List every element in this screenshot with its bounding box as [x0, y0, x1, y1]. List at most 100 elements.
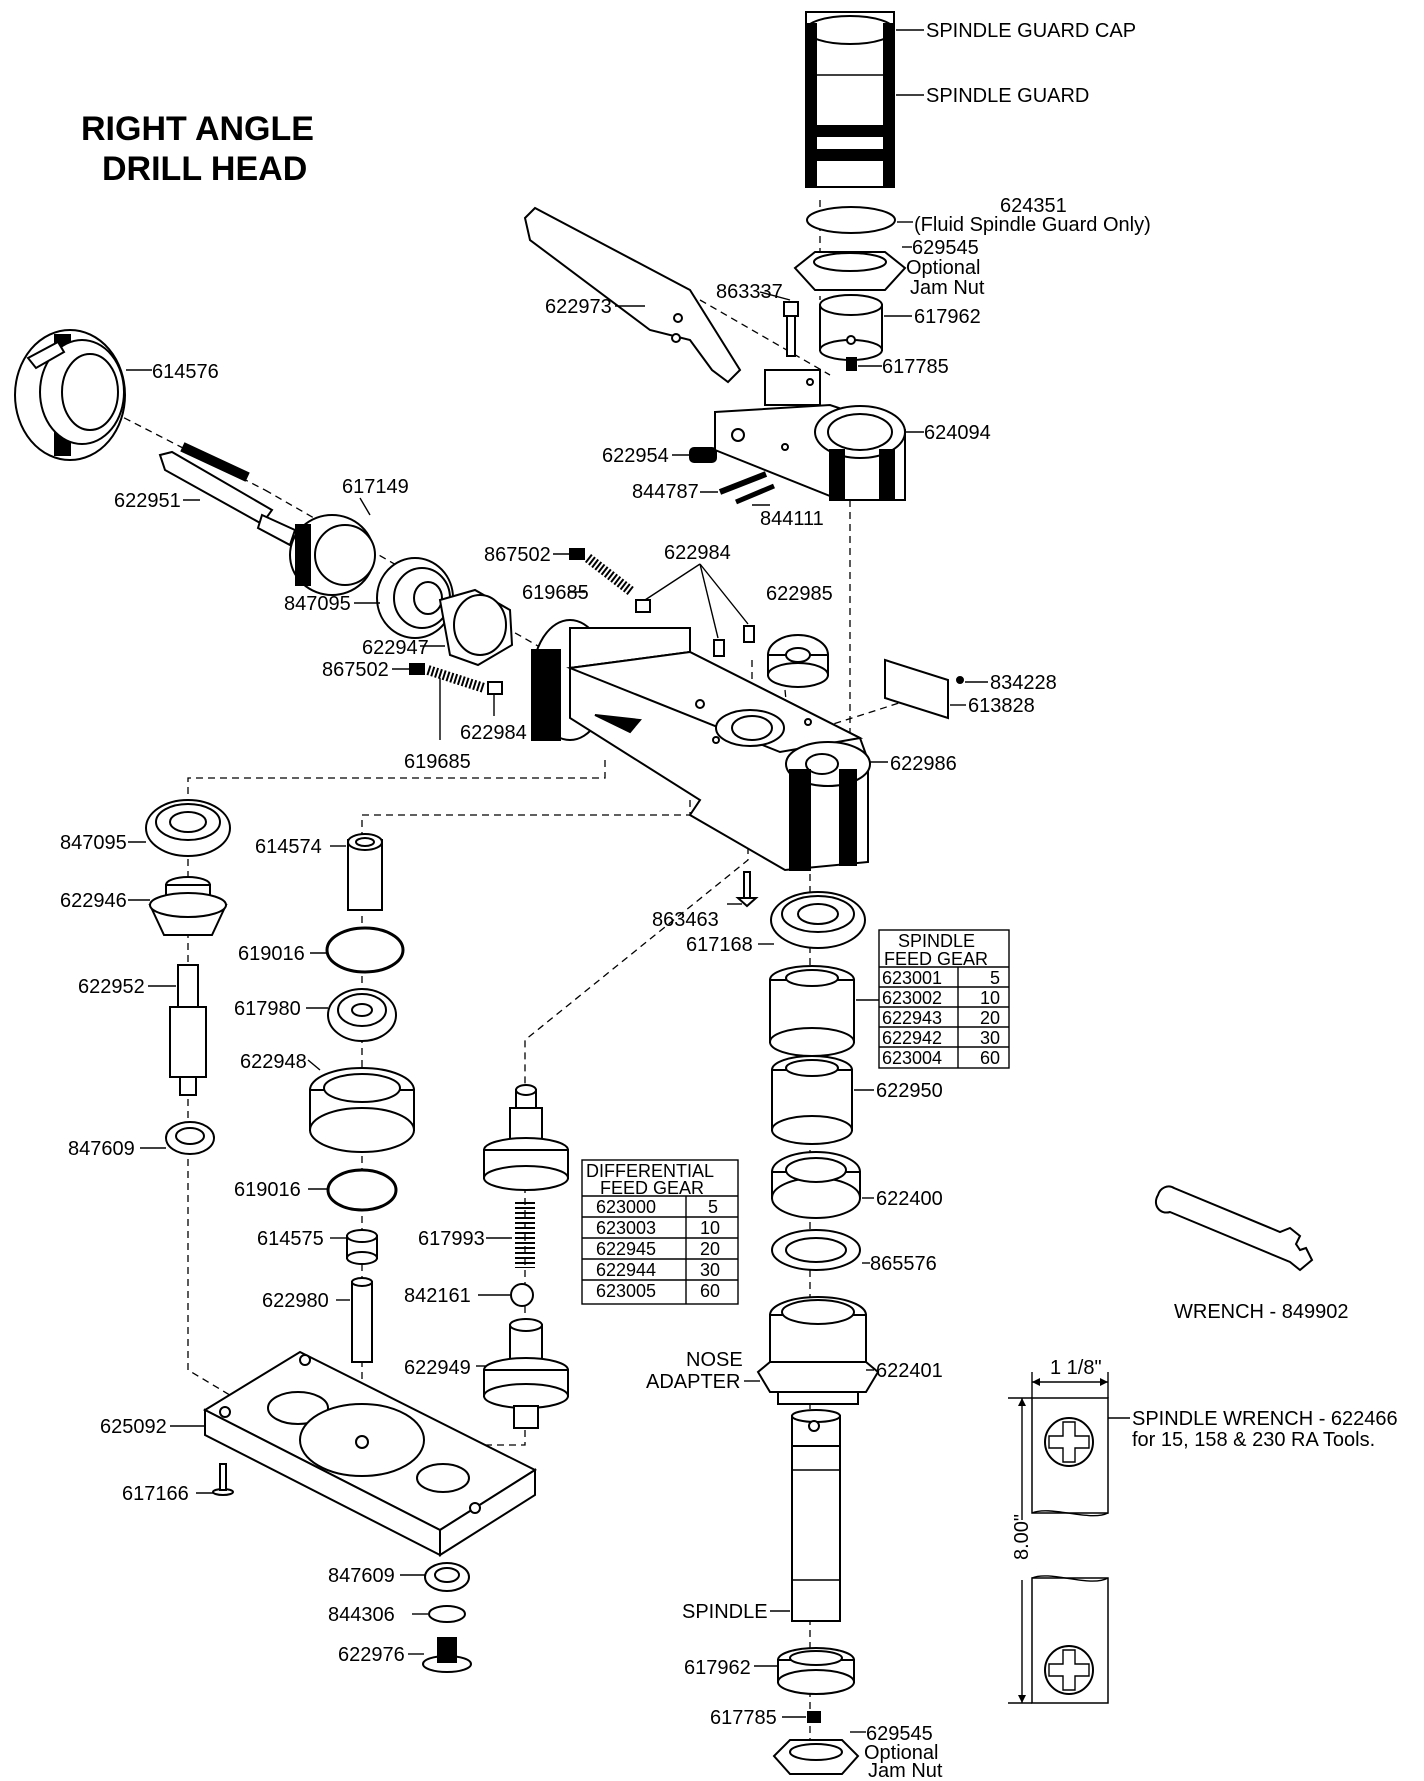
label-617993: 617993 [418, 1228, 485, 1250]
set-screw-867502-upper [569, 548, 585, 560]
label-622949: 622949 [404, 1357, 471, 1379]
diff-row-2-part: 623003 [596, 1218, 656, 1238]
jam-nut-top [793, 251, 907, 291]
label-629545-bottom: 629545 [866, 1723, 933, 1745]
housing-622986 [531, 619, 871, 872]
washer-844306 [428, 1605, 466, 1623]
label-spindle: SPINDLE [682, 1601, 768, 1623]
spring-622954 [689, 447, 717, 463]
label-619016-upper: 619016 [238, 943, 305, 965]
diff-row-5-ratio: 60 [700, 1281, 720, 1301]
spindle-row-5-part: 623004 [882, 1048, 942, 1068]
label-844306: 844306 [328, 1604, 395, 1626]
label-617785-bottom: 617785 [710, 1707, 777, 1729]
label-622984-a: 622984 [664, 542, 731, 564]
label-nose: NOSE [686, 1349, 743, 1371]
label-jam-nut-bottom: Jam Nut [868, 1760, 943, 1781]
label-adapter: ADAPTER [646, 1371, 740, 1393]
bevel-gear-622947 [438, 588, 514, 667]
label-617785-top: 617785 [882, 356, 949, 378]
pin-622984-a [635, 599, 651, 613]
bearing-617980 [327, 988, 397, 1042]
bearing-847609-left [165, 1121, 215, 1155]
diff-row-5-part: 623005 [596, 1281, 656, 1301]
bearing-847095-lower [145, 799, 231, 857]
spindle-table-title1: SPINDLE [898, 931, 975, 951]
label-spindle-wrench-width: 1 1/8" [1050, 1357, 1102, 1379]
collet-nut-614576 [14, 329, 126, 461]
label-622980: 622980 [262, 1290, 329, 1312]
shaft-622980 [351, 1277, 373, 1363]
label-613828: 613828 [968, 695, 1035, 717]
gear-622985 [767, 634, 829, 688]
label-624351: 624351 [1000, 195, 1067, 217]
ball-842161 [510, 1283, 534, 1307]
label-622948: 622948 [240, 1051, 307, 1073]
label-622986: 622986 [890, 753, 957, 775]
screw-617166 [212, 1463, 234, 1496]
collar-617962-top [819, 294, 883, 361]
label-867502-lower: 867502 [322, 659, 389, 681]
diff-row-4-ratio: 30 [700, 1260, 720, 1280]
label-865576: 865576 [870, 1253, 937, 1275]
label-617962-top: 617962 [914, 306, 981, 328]
sleeve-614574 [347, 833, 383, 911]
pin-622984-c [743, 625, 755, 643]
label-844787: 844787 [632, 481, 699, 503]
label-617962-bottom: 617962 [684, 1657, 751, 1679]
label-622984-b: 622984 [460, 722, 527, 744]
diff-row-3-part: 622945 [596, 1239, 656, 1259]
spindle-row-5-ratio: 60 [980, 1048, 1000, 1068]
bearing-847095-upper [376, 557, 454, 639]
label-622952: 622952 [78, 976, 145, 998]
label-622950: 622950 [876, 1080, 943, 1102]
screw-863337 [783, 301, 799, 357]
spindle-table-title2: FEED GEAR [884, 949, 988, 969]
label-jam-nut-top: Jam Nut [910, 277, 985, 299]
handle-622973 [523, 206, 742, 384]
label-624094: 624094 [924, 422, 991, 444]
label-847095-lower: 847095 [60, 832, 127, 854]
bearing-617168 [770, 891, 866, 949]
label-622947: 622947 [362, 637, 429, 659]
spring-619685-lower [426, 665, 486, 693]
label-847609-left: 847609 [68, 1138, 135, 1160]
gear-622948 [309, 1067, 415, 1153]
label-617980: 617980 [234, 998, 301, 1020]
retaining-ring-619016-lower [326, 1168, 398, 1212]
gear-622950 [771, 1055, 853, 1145]
title-line2: DRILL HEAD [102, 150, 307, 188]
label-844111: 844111 [760, 508, 824, 530]
wrench-849902 [1154, 1185, 1314, 1272]
diff-row-1-part: 623000 [596, 1197, 656, 1217]
pin-844111 [735, 483, 775, 505]
diff-table-title1: DIFFERENTIAL [586, 1161, 714, 1181]
plug-622976 [422, 1637, 472, 1673]
title-line1: RIGHT ANGLE [81, 110, 314, 148]
diff-row-3-ratio: 20 [700, 1239, 720, 1259]
spindle-wrench-622466 [1008, 1372, 1109, 1704]
diff-row-4-part: 622944 [596, 1260, 656, 1280]
collar-617962-bottom [777, 1647, 855, 1695]
diff-table-title2: FEED GEAR [600, 1178, 704, 1198]
shaft-622952 [169, 964, 207, 1096]
differential-feed-gear-table: DIFFERENTIAL FEED GEAR 623000 5 623003 1… [581, 1159, 739, 1305]
spindle-row-3-part: 622943 [882, 1008, 942, 1028]
label-spindle-guard: SPINDLE GUARD [926, 85, 1089, 107]
gear-622949 [483, 1318, 569, 1429]
label-622954: 622954 [602, 445, 669, 467]
label-optional-top: Optional [906, 257, 981, 279]
diff-row-2-ratio: 10 [700, 1218, 720, 1238]
label-617168: 617168 [686, 934, 753, 956]
label-622400: 622400 [876, 1188, 943, 1210]
spindle-row-2-part: 623002 [882, 988, 942, 1008]
sleeve-614575 [346, 1229, 378, 1265]
pin-622984-d [487, 681, 503, 695]
bevel-gear-622946 [148, 876, 228, 936]
label-617149: 617149 [342, 476, 409, 498]
label-629545-top: 629545 [912, 237, 979, 259]
washer-865576 [771, 1229, 861, 1271]
diff-row-1-ratio: 5 [708, 1197, 718, 1217]
